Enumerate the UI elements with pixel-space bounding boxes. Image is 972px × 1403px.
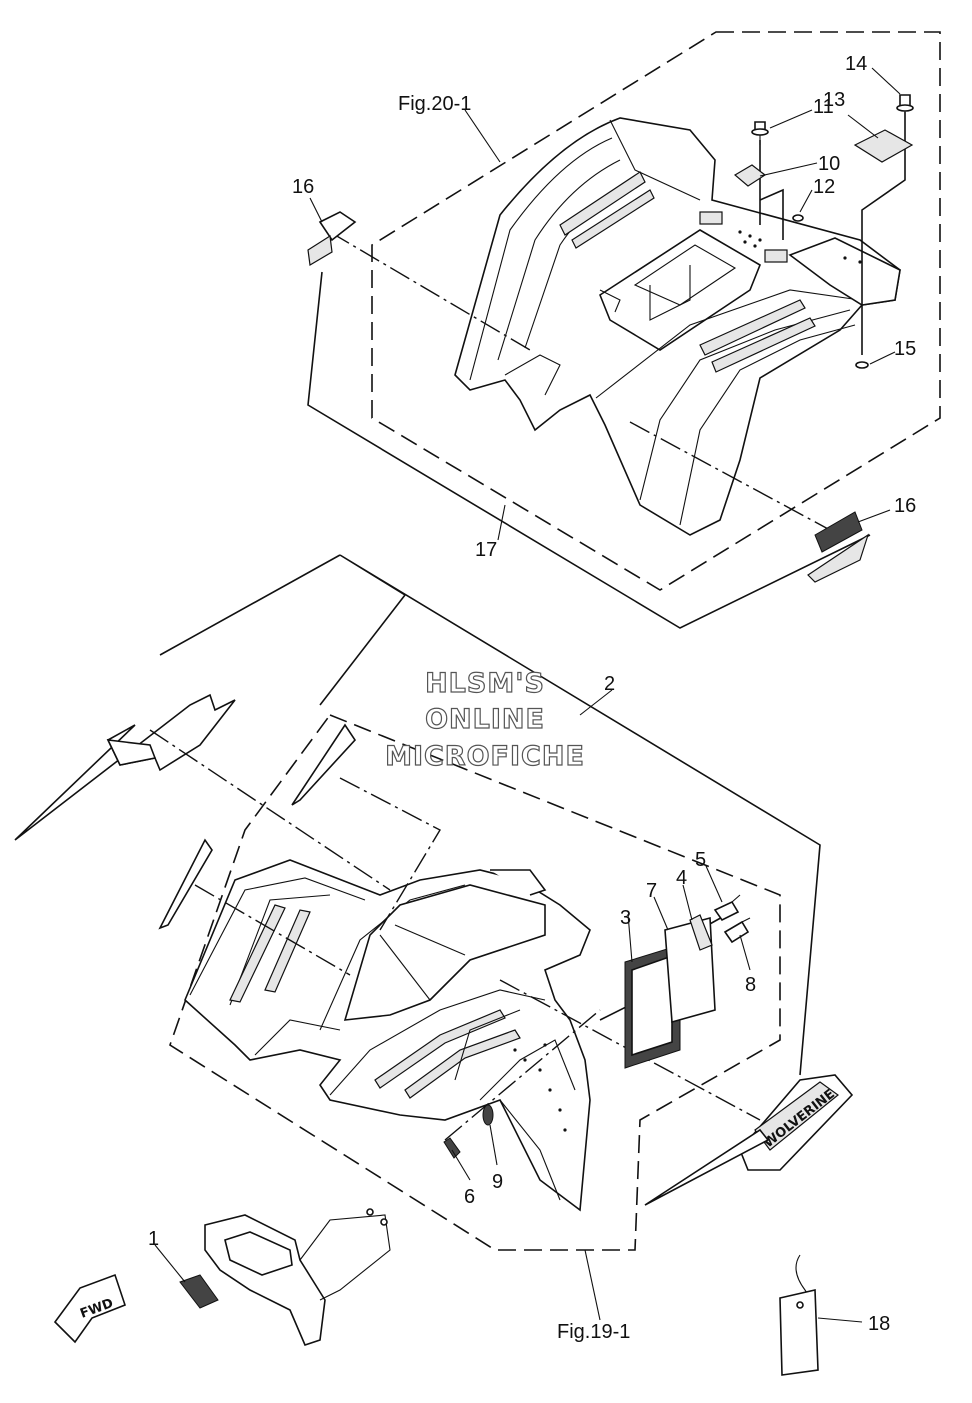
front-group-outline [169, 714, 781, 1251]
fig-ref-rear: Fig.20-1 [398, 93, 471, 115]
decal-set-2-outline [339, 554, 821, 1076]
front-fender [184, 859, 591, 1212]
callout-14: 14 [845, 53, 867, 75]
callout-17: 17 [475, 539, 497, 561]
decal-16-top [307, 211, 357, 266]
rear-fender [454, 117, 901, 536]
gasket-3 [624, 944, 681, 1069]
side-decal-right: WOLVERINE [644, 1074, 854, 1206]
callout-8: 8 [745, 974, 756, 996]
screw-5 [713, 894, 741, 922]
callout-13: 13 [823, 89, 845, 111]
callout-16-top: 16 [292, 176, 314, 198]
callout-9: 9 [492, 1171, 503, 1193]
plate-13 [853, 129, 914, 163]
rear-group-outline [371, 31, 941, 591]
leader-line [759, 188, 784, 240]
rivet-14 [896, 94, 914, 120]
watermark-line-1: HLSM'S [425, 668, 545, 699]
rivet-11 [751, 121, 769, 145]
callout-1: 1 [148, 1228, 159, 1250]
callout-5: 5 [695, 849, 706, 871]
side-decal-left [14, 693, 357, 930]
callout-16-right: 16 [894, 495, 916, 517]
clip-6 [443, 1137, 461, 1159]
screw-8 [723, 917, 751, 944]
fig-ref-front: Fig.19-1 [557, 1321, 630, 1343]
decal-16-right [807, 511, 870, 583]
callout-18: 18 [868, 1313, 890, 1335]
front-cover [204, 1208, 391, 1346]
leader-16-right [629, 421, 831, 531]
watermark-line-2: ONLINE [425, 704, 545, 735]
grommet-15 [855, 361, 869, 369]
fwd-arrow-label: FWD [53, 1273, 126, 1344]
callout-7: 7 [646, 880, 657, 902]
callout-11: 11 [813, 96, 834, 118]
callout-12: 12 [813, 176, 835, 198]
tag-18 [779, 1254, 819, 1376]
watermark-line-3: MICROFICHE [385, 741, 585, 772]
callout-2: 2 [604, 673, 615, 695]
callout-15: 15 [894, 338, 916, 360]
washer-12 [792, 214, 804, 222]
rear-fender-assembly: Fig.20-1 11 10 12 13 14 15 16 16 17 [292, 31, 941, 629]
leader-16-top [329, 231, 531, 351]
cover-4 [689, 914, 713, 951]
grommet-9 [482, 1104, 494, 1126]
badge-1 [179, 1274, 219, 1309]
decal-set-17-outline [307, 271, 871, 629]
callout-4: 4 [676, 867, 687, 889]
watermark: HLSM'S ONLINE MICROFICHE [384, 667, 585, 772]
front-fender-assembly: WOLVERINE FWD [14, 554, 890, 1376]
callout-10: 10 [818, 153, 840, 175]
callout-3: 3 [620, 907, 631, 929]
callout-6: 6 [464, 1186, 475, 1208]
